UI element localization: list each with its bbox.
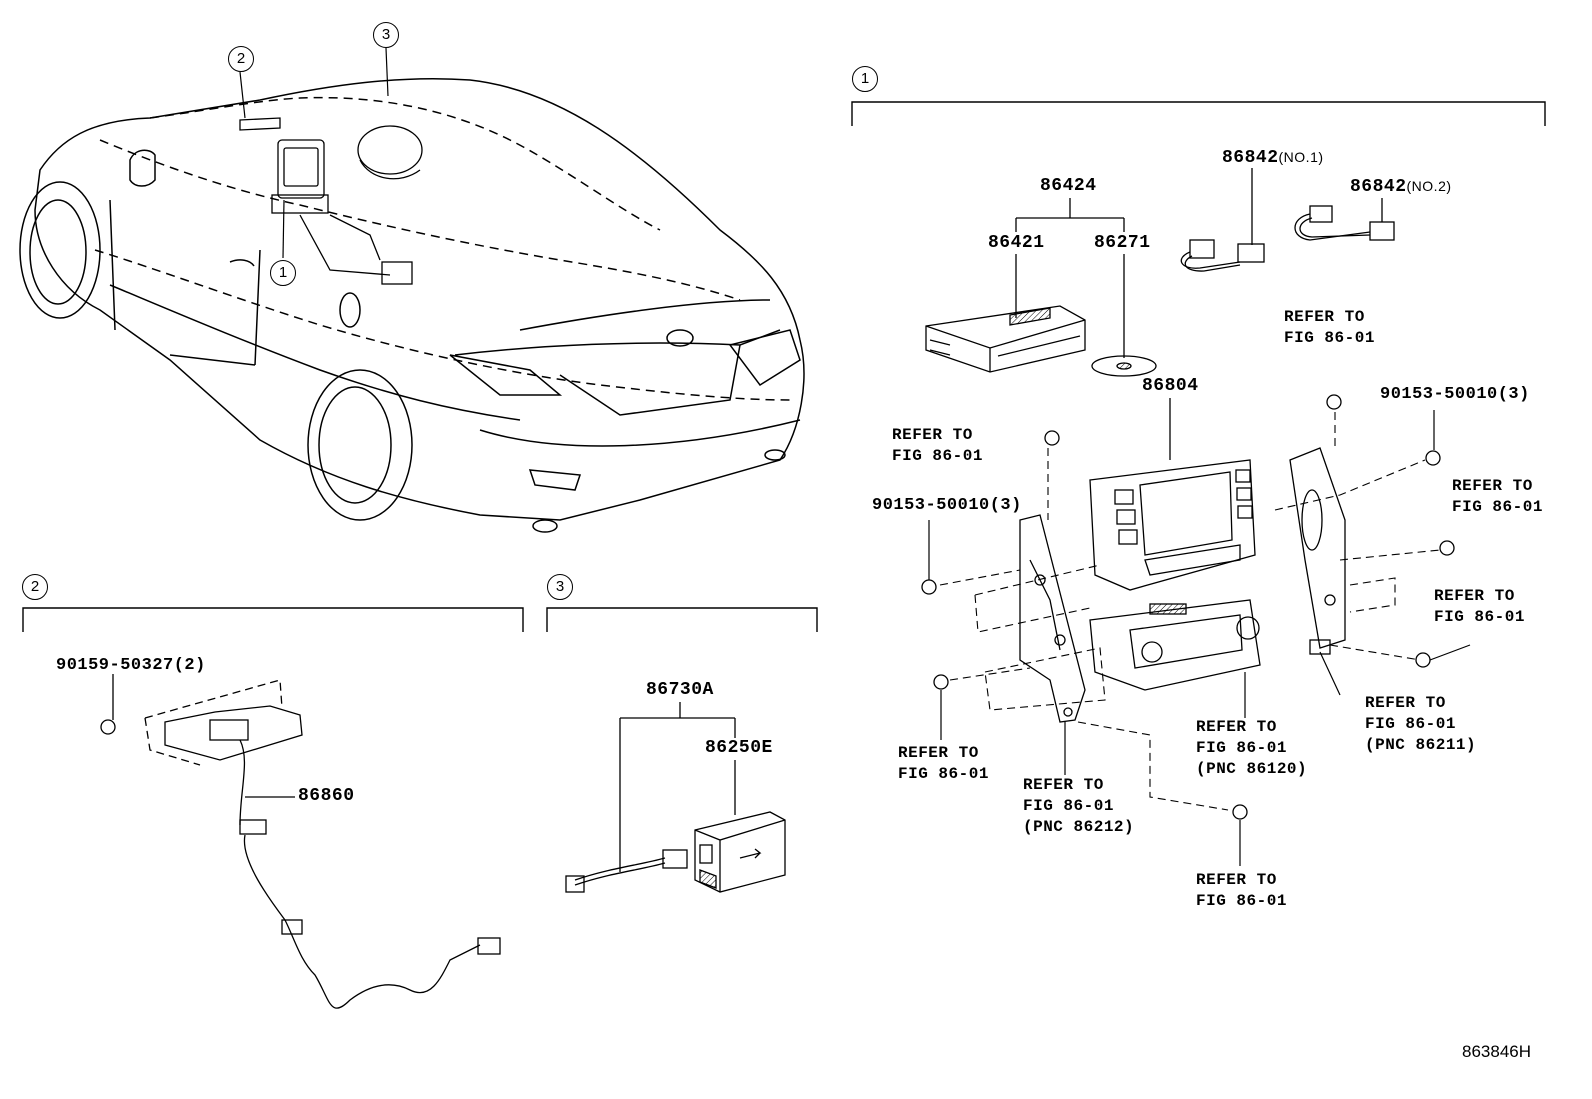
refer-to-label: REFER TO FIG 86-01 — [1434, 587, 1525, 626]
bolts-section1 — [921, 394, 1455, 820]
part-suffix: (NO.2) — [1406, 178, 1452, 194]
callout-2-car: 2 — [228, 46, 254, 72]
callout-1-section: 1 — [852, 66, 878, 92]
figure-code: 863846H — [1462, 1042, 1532, 1061]
section1-leaders — [1015, 168, 1383, 460]
part-label-86421: 86421 — [988, 233, 1045, 253]
bolt-90159 — [100, 719, 116, 735]
part-suffix: (NO.1) — [1278, 149, 1324, 165]
usb-adapter — [565, 702, 786, 893]
bracket-left — [1019, 514, 1086, 723]
mounting-dashed-lines — [939, 412, 1441, 811]
refer-to-label: REFER TO FIG 86-01 — [898, 744, 989, 783]
section-brackets — [22, 101, 1546, 632]
callout-2-section: 2 — [22, 574, 48, 600]
part-label-86804: 86804 — [1142, 376, 1199, 396]
car-illustration — [19, 77, 805, 533]
audio-unit — [1089, 599, 1261, 691]
cd-changer-drawing — [925, 305, 1086, 373]
part-label-86424: 86424 — [1040, 176, 1097, 196]
ref-leaders-section1 — [928, 410, 1471, 866]
part-label-86730A: 86730A — [646, 680, 714, 700]
callout-1-car: 1 — [270, 260, 296, 286]
part-label-86842-no1: 86842(NO.1) — [1222, 147, 1324, 168]
callout-3-section: 3 — [547, 574, 573, 600]
callout-3-car: 3 — [373, 22, 399, 48]
part-label-86250E: 86250E — [705, 738, 773, 758]
cd-disc — [1091, 355, 1157, 377]
bracket-right — [1289, 447, 1346, 655]
refer-to-label: REFER TO FIG 86-01 — [1284, 308, 1375, 347]
part-number: 86842 — [1350, 177, 1407, 197]
part-label-86860: 86860 — [298, 786, 355, 806]
car-interior — [239, 117, 423, 285]
part-label-90153-right: 90153-50010(3) — [1380, 385, 1530, 404]
refer-to-label: REFER TO FIG 86-01 (PNC 86211) — [1365, 694, 1477, 754]
refer-to-label: REFER TO FIG 86-01 — [1196, 871, 1287, 910]
wire-harness-no1 — [1180, 239, 1265, 272]
refer-to-label: REFER TO FIG 86-01 — [892, 426, 983, 465]
wire-harness-no2 — [1294, 205, 1395, 241]
refer-to-label: REFER TO FIG 86-01 (PNC 86120) — [1196, 718, 1308, 778]
part-label-86842-no2: 86842(NO.2) — [1350, 176, 1452, 197]
part-label-86271: 86271 — [1094, 233, 1151, 253]
refer-to-label: REFER TO FIG 86-01 (PNC 86212) — [1023, 776, 1135, 836]
car-callout-leaders — [239, 47, 389, 259]
part-label-90159: 90159-50327(2) — [56, 656, 206, 675]
refer-to-label: REFER TO FIG 86-01 — [1452, 477, 1543, 516]
part-label-90153-left: 90153-50010(3) — [872, 496, 1022, 515]
display-panel-86804 — [1089, 459, 1256, 591]
module-86860 — [112, 674, 501, 1009]
part-number: 86842 — [1222, 148, 1279, 168]
